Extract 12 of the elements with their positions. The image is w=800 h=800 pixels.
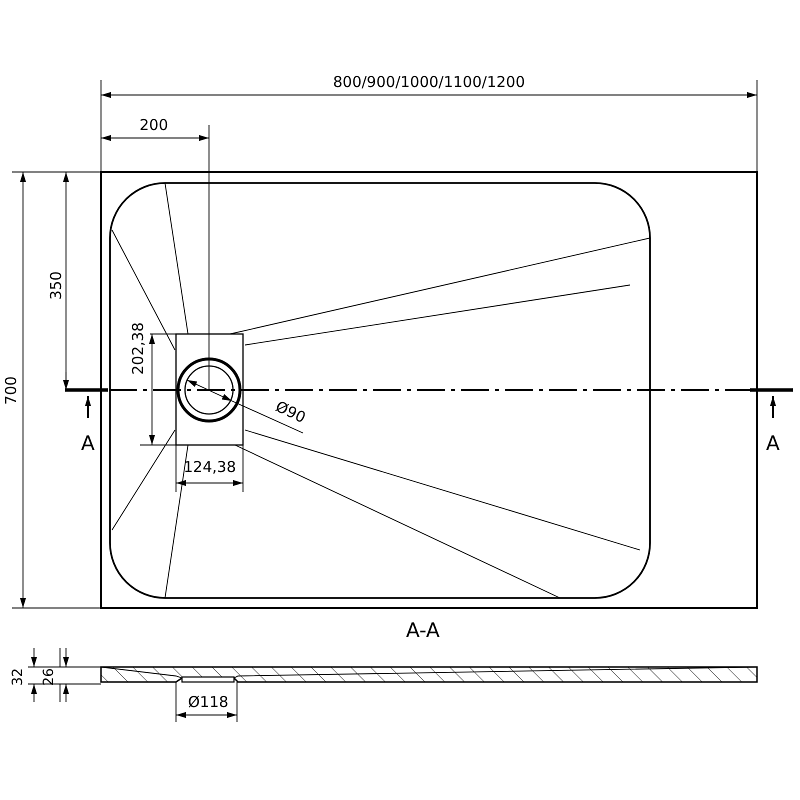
section-letter: A xyxy=(766,433,780,453)
dimension-label: 800/900/1000/1100/1200 xyxy=(333,74,525,90)
dimension-label: 200 xyxy=(140,118,168,132)
dimension-label: 124,38 xyxy=(184,460,236,474)
dimension-label: Ø90 xyxy=(272,398,308,426)
dimension-label: 350 xyxy=(48,270,64,300)
dimension-label: 700 xyxy=(3,376,18,404)
section-title: A-A xyxy=(406,620,440,640)
dimension-label: 202,38 xyxy=(130,322,146,374)
section-letter: A xyxy=(81,433,95,453)
dimension-label: Ø118 xyxy=(188,694,228,710)
dimension-label: 32 xyxy=(10,668,25,686)
